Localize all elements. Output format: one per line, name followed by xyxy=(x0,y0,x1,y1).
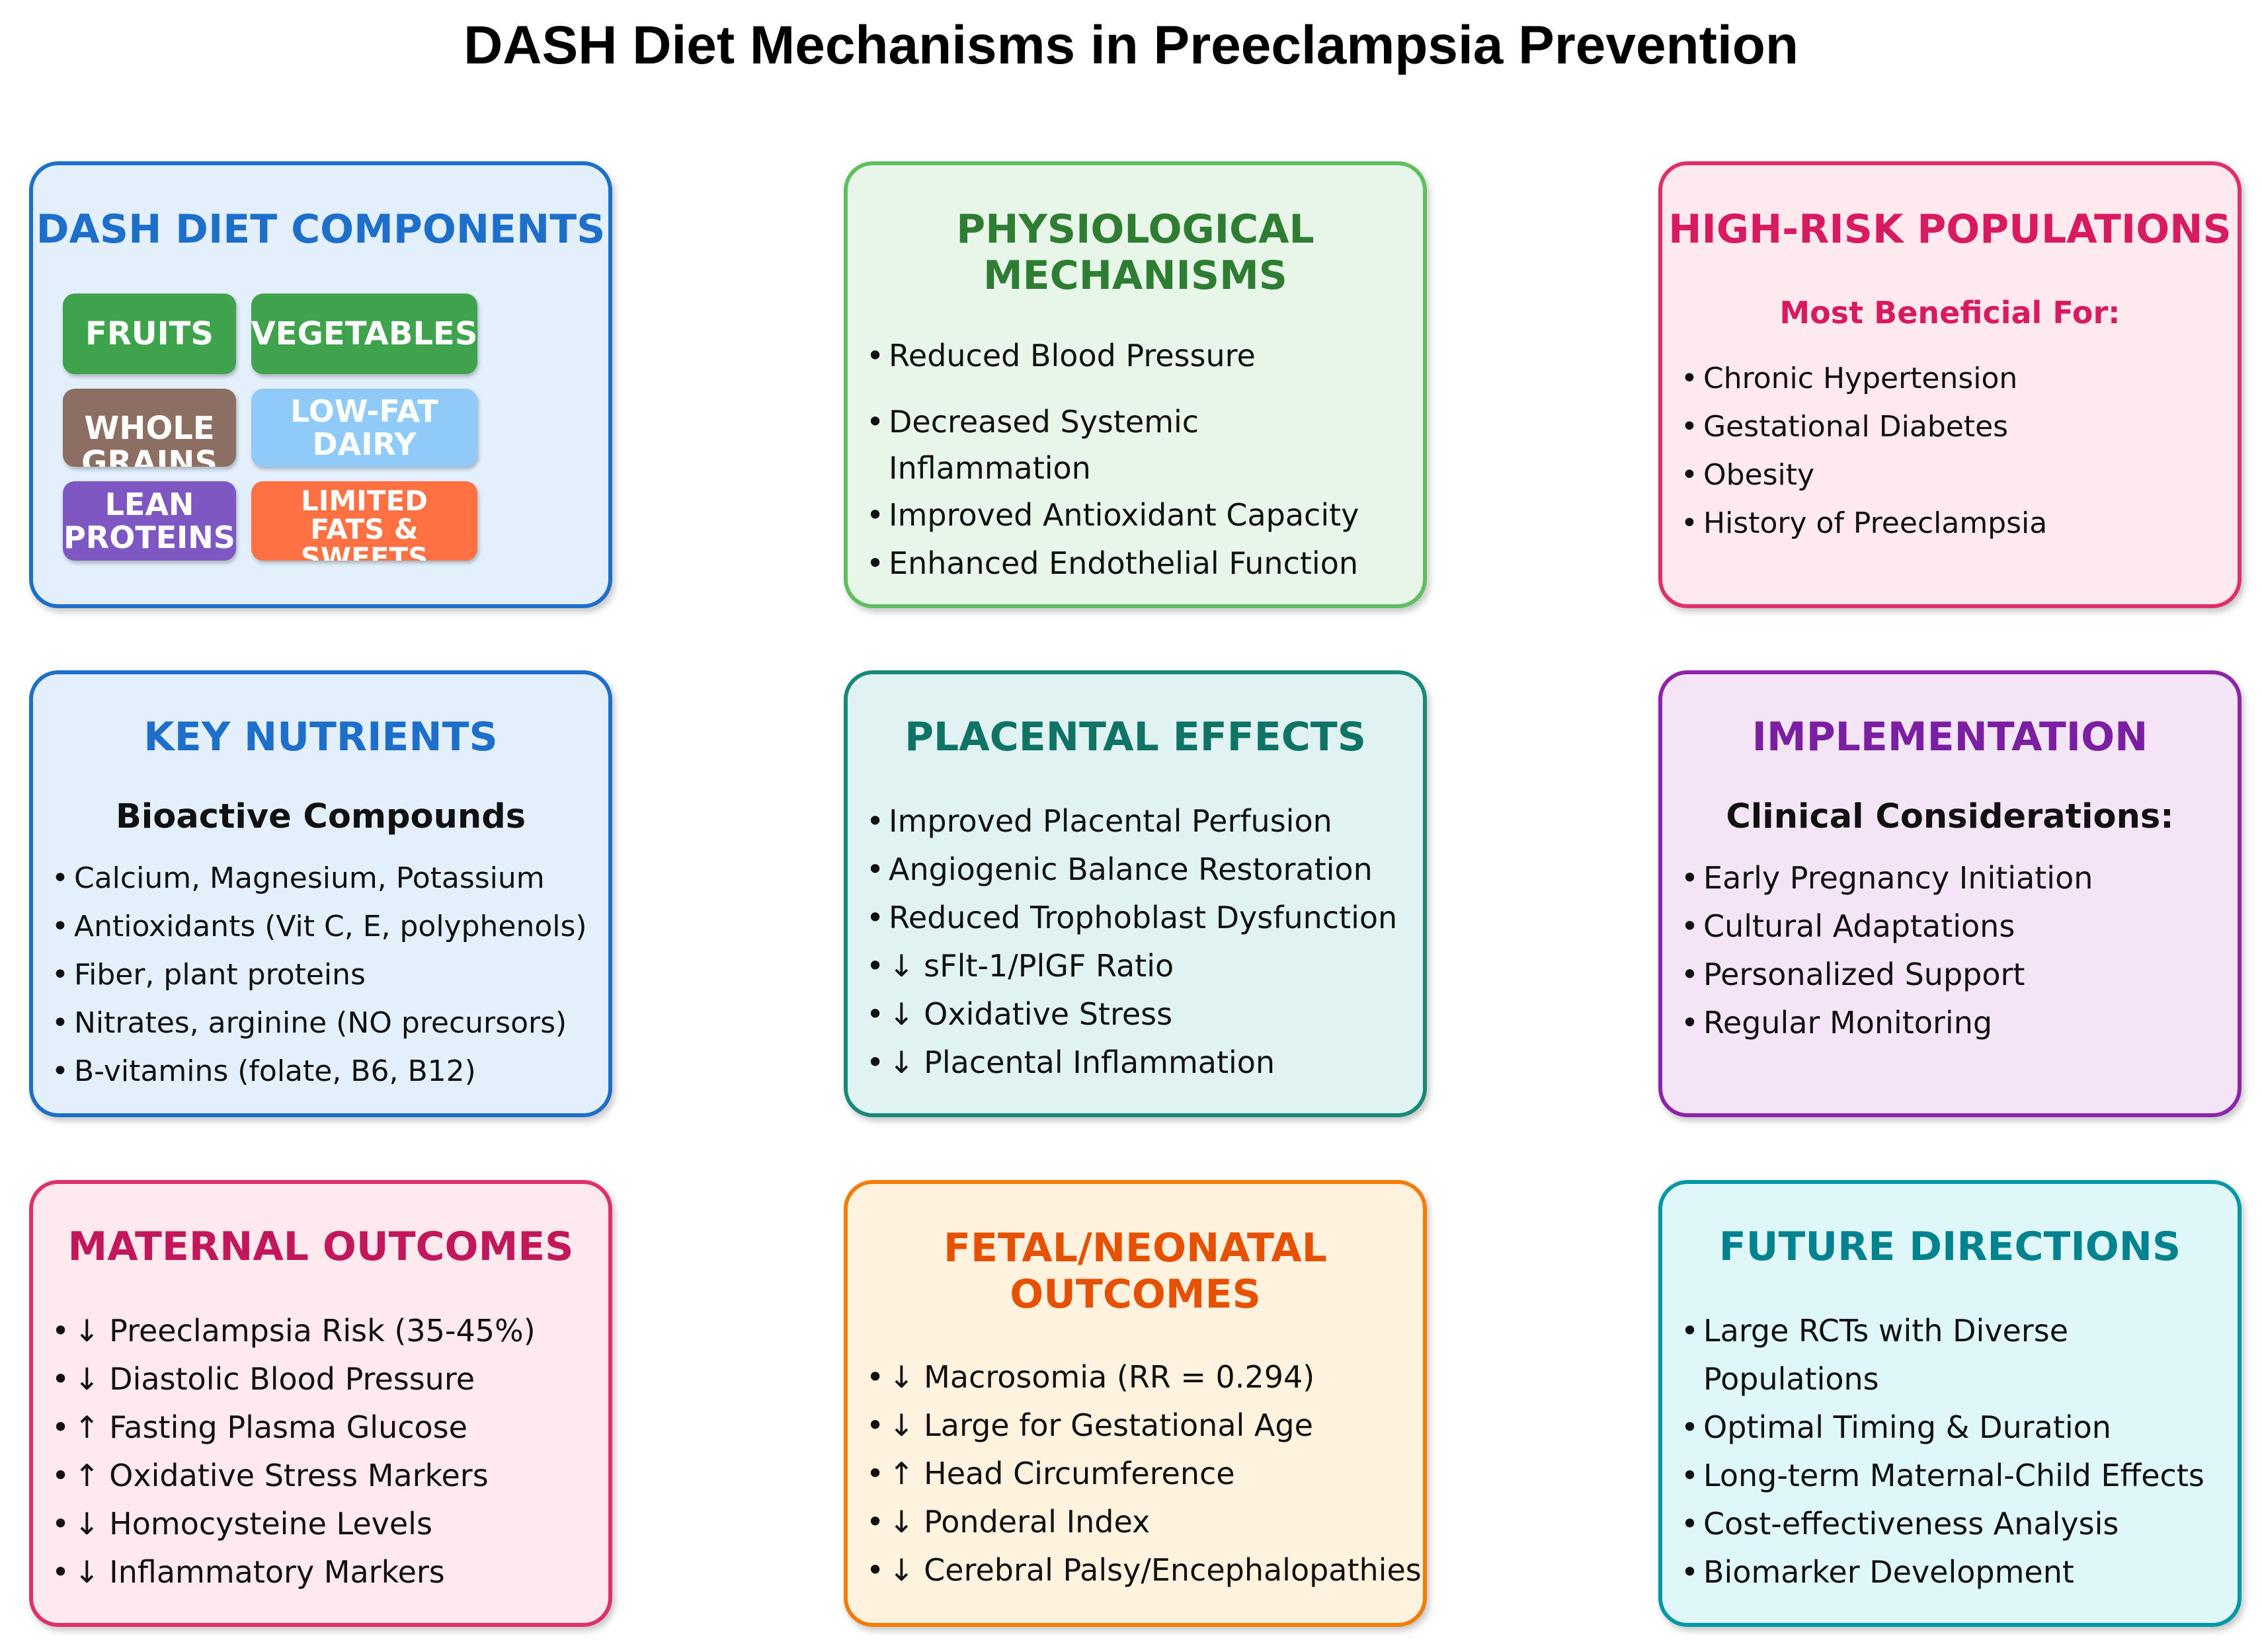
card-physiological-mechanisms: PHYSIOLOGICAL MECHANISMS •Reduced Blood … xyxy=(844,161,1427,608)
page-title: DASH Diet Mechanisms in Preeclampsia Pre… xyxy=(464,15,1798,75)
list-item-continuation: Inflammation xyxy=(889,450,1091,486)
list-item: •Obesity xyxy=(1681,458,1815,492)
list-item: •Improved Placental Perfusion xyxy=(866,803,1332,839)
list-item: •Cultural Adaptations xyxy=(1681,908,2015,944)
list-item: •↓ Preeclampsia Risk (35-45%) xyxy=(52,1313,536,1349)
card-title-fetal: FETAL/NEONATAL OUTCOMES xyxy=(848,1225,1423,1318)
list-key-nutrients: •Calcium, Magnesium, Potassium •Antioxid… xyxy=(52,854,602,1095)
list-item: •↓ Ponderal Index xyxy=(866,1504,1151,1540)
list-item-continuation: Populations xyxy=(1703,1361,1879,1397)
pill-whole-grains: WHOLE GRAINS xyxy=(63,389,236,467)
card-maternal-outcomes: MATERNAL OUTCOMES •↓ Preeclampsia Risk (… xyxy=(29,1180,612,1627)
card-key-nutrients: KEY NUTRIENTS Bioactive Compounds •Calci… xyxy=(29,670,612,1117)
list-placental: •Improved Placental Perfusion •Angiogeni… xyxy=(866,797,1416,1087)
card-title-line-2: MECHANISMS xyxy=(983,253,1288,299)
list-item: •↓ Large for Gestational Age xyxy=(866,1407,1313,1443)
list-item: •Fiber, plant proteins xyxy=(52,958,366,992)
list-fetal: •↓ Macrosomia (RR = 0.294) •↓ Large for … xyxy=(866,1353,1422,1594)
list-item: •↑ Fasting Plasma Glucose xyxy=(52,1409,467,1445)
list-maternal: •↓ Preeclampsia Risk (35-45%) •↓ Diastol… xyxy=(52,1307,602,1596)
list-item: •↓ Placental Inflammation xyxy=(866,1044,1275,1080)
list-item: •↓ Inflammatory Markers xyxy=(52,1554,445,1590)
list-item: •Enhanced Endothelial Function xyxy=(866,545,1358,581)
list-physiological: •Reduced Blood Pressure •Decreased Syste… xyxy=(866,332,1416,588)
card-title-line-1: FETAL/NEONATAL xyxy=(944,1225,1327,1271)
card-title-dash-components: DASH DIET COMPONENTS xyxy=(36,206,606,253)
card-title-maternal: MATERNAL OUTCOMES xyxy=(67,1224,574,1270)
card-high-risk-populations: HIGH-RISK POPULATIONS Most Beneficial Fo… xyxy=(1658,161,2242,608)
card-dash-components: DASH DIET COMPONENTS FRUITS VEGETABLES W… xyxy=(29,161,612,608)
pill-fruits: FRUITS xyxy=(63,294,236,374)
list-item: •Decreased Systemic xyxy=(866,404,1199,440)
list-item: •Early Pregnancy Initiation xyxy=(1681,860,2093,896)
list-implementation: •Early Pregnancy Initiation •Cultural Ad… xyxy=(1681,854,2231,1047)
card-title-placental: PLACENTAL EFFECTS xyxy=(905,714,1366,760)
list-item: •Improved Antioxidant Capacity xyxy=(866,497,1359,533)
list-item: •↑ Oxidative Stress Markers xyxy=(52,1458,489,1493)
card-title-future: FUTURE DIRECTIONS xyxy=(1718,1224,2181,1270)
list-item: •↓ Macrosomia (RR = 0.294) xyxy=(866,1359,1315,1395)
list-item: •↓ Oxidative Stress xyxy=(866,996,1173,1032)
list-item: •Reduced Trophoblast Dysfunction xyxy=(866,900,1398,935)
list-item: •↓ Homocysteine Levels xyxy=(52,1506,432,1542)
card-subtitle-key-nutrients: Bioactive Compounds xyxy=(115,797,526,836)
list-item: •Long-term Maternal-Child Effects xyxy=(1681,1458,2204,1493)
list-item: •↓ sFlt-1/PlGF Ratio xyxy=(866,948,1174,984)
list-item: •Gestational Diabetes xyxy=(1681,410,2009,444)
card-title-line-1: PHYSIOLOGICAL xyxy=(956,206,1314,253)
card-future-directions: FUTURE DIRECTIONS •Large RCTs with Diver… xyxy=(1658,1180,2242,1627)
card-fetal-neonatal-outcomes: FETAL/NEONATAL OUTCOMES •↓ Macrosomia (R… xyxy=(844,1180,1427,1627)
list-item: •↓ Cerebral Palsy/Encephalopathies xyxy=(866,1552,1422,1588)
list-item: •Optimal Timing & Duration xyxy=(1681,1409,2111,1445)
list-item: •Cost-effectiveness Analysis xyxy=(1681,1506,2119,1542)
list-item: •Personalized Support xyxy=(1681,957,2025,992)
card-title-implementation: IMPLEMENTATION xyxy=(1752,714,2148,760)
list-item: •Reduced Blood Pressure xyxy=(866,338,1256,374)
list-high-risk: •Chronic Hypertension •Gestational Diabe… xyxy=(1681,354,2231,547)
list-item: •Biomarker Development xyxy=(1681,1554,2074,1590)
card-title-physiological: PHYSIOLOGICAL MECHANISMS xyxy=(848,206,1423,299)
card-subtitle-high-risk: Most Beneficial For: xyxy=(1779,295,2121,331)
card-title-high-risk: HIGH-RISK POPULATIONS xyxy=(1668,206,2232,253)
list-item: •Large RCTs with Diverse xyxy=(1681,1313,2069,1349)
list-item: •Calcium, Magnesium, Potassium xyxy=(52,861,545,895)
list-future: •Large RCTs with Diverse Populations •Op… xyxy=(1681,1307,2231,1596)
list-item: •History of Preeclampsia xyxy=(1681,506,2048,540)
pill-low-fat-dairy: LOW-FAT DAIRY xyxy=(251,389,477,467)
card-placental-effects: PLACENTAL EFFECTS •Improved Placental Pe… xyxy=(844,670,1427,1117)
list-item: •Chronic Hypertension xyxy=(1681,362,2018,395)
list-item: •↑ Head Circumference xyxy=(866,1456,1235,1491)
list-item: •Regular Monitoring xyxy=(1681,1005,1993,1041)
list-item: •Antioxidants (Vit C, E, polyphenols) xyxy=(52,910,587,943)
list-item: •Angiogenic Balance Restoration xyxy=(866,851,1373,887)
card-title-key-nutrients: KEY NUTRIENTS xyxy=(143,714,498,760)
card-subtitle-implementation: Clinical Considerations: xyxy=(1726,797,2174,836)
card-title-line-2: OUTCOMES xyxy=(1010,1271,1261,1318)
pill-limited-fats-sweets: LIMITED FATS & SWEETS xyxy=(251,481,477,561)
list-item: •B-vitamins (folate, B6, B12) xyxy=(52,1054,476,1088)
list-item: •Nitrates, arginine (NO precursors) xyxy=(52,1006,567,1040)
pill-vegetables: VEGETABLES xyxy=(251,294,477,374)
pill-lean-proteins: LEAN PROTEINS xyxy=(63,481,236,561)
list-item: •↓ Diastolic Blood Pressure xyxy=(52,1361,475,1397)
card-implementation: IMPLEMENTATION Clinical Considerations: … xyxy=(1658,670,2242,1117)
